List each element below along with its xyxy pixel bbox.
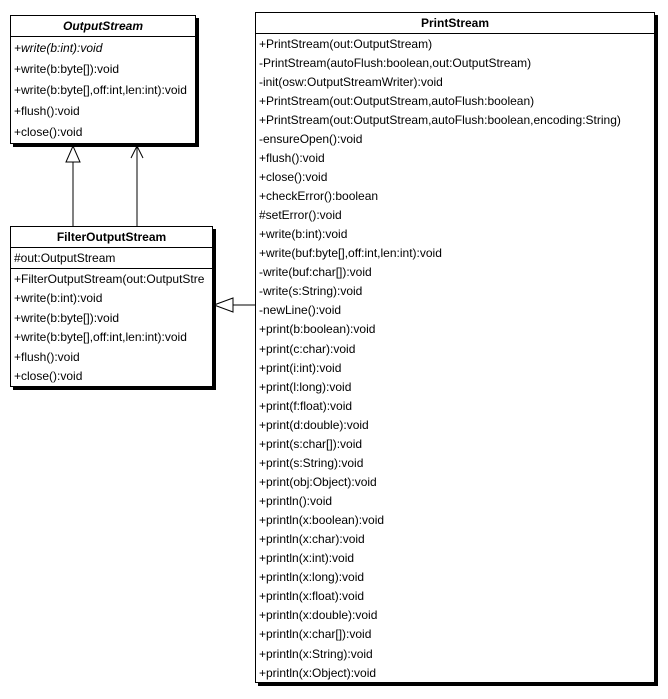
member-row: +println():void	[259, 494, 333, 509]
member-row: +println(x:boolean):void	[259, 513, 385, 528]
member-row: +write(b:int):void	[14, 40, 103, 55]
member-row: +PrintStream(out:OutputStream,autoFlush:…	[259, 93, 535, 108]
member-row: +println(x:char[]):void	[259, 627, 372, 642]
member-row: +println(x:double):void	[259, 608, 378, 623]
member-row: -PrintStream(autoFlush:boolean,out:Outpu…	[259, 55, 532, 70]
member-row: +print(d:double):void	[259, 417, 369, 432]
class-title-filteroutputstream: FilterOutputStream	[11, 227, 212, 248]
class-title-outputstream: OutputStream	[11, 16, 195, 37]
member-row: -ensureOpen():void	[259, 131, 363, 146]
member-row: +print(b:boolean):void	[259, 322, 376, 337]
member-row: +write(b:int):void	[14, 291, 103, 306]
member-row: +flush():void	[259, 150, 325, 165]
member-row: +println(x:float):void	[259, 589, 365, 604]
class-box-printstream[interactable]: PrintStream +PrintStream(out:OutputStrea…	[255, 12, 655, 683]
member-row: -newLine():void	[259, 303, 342, 318]
class-box-outputstream[interactable]: OutputStream +write(b:int):void+write(b:…	[10, 15, 196, 144]
member-row: +flush():void	[14, 349, 80, 364]
member-row: +close():void	[259, 169, 328, 184]
member-row: +close():void	[14, 125, 83, 140]
attributes-compartment-filteroutputstream: #out:OutputStream	[11, 248, 212, 269]
member-row: +PrintStream(out:OutputStream)	[259, 36, 433, 51]
member-row: +flush():void	[14, 104, 80, 119]
class-box-filteroutputstream[interactable]: FilterOutputStream #out:OutputStream +Fi…	[10, 226, 213, 387]
generalization-arrow-filteroutputstream-to-outputstream	[65, 144, 81, 226]
member-row: +print(i:int):void	[259, 360, 342, 375]
member-row: +print(s:char[]):void	[259, 436, 363, 451]
member-row: +print(f:float):void	[259, 398, 353, 413]
generalization-arrow-printstream-to-filteroutputstream	[212, 297, 255, 313]
member-row: +print(l:long):void	[259, 379, 352, 394]
member-row: +println(x:char):void	[259, 532, 365, 547]
class-title-printstream: PrintStream	[256, 13, 654, 34]
member-row: +write(buf:byte[],off:int,len:int):void	[259, 246, 442, 261]
member-row: +println(x:long):void	[259, 570, 365, 585]
member-row: +write(b:int):void	[259, 227, 348, 242]
member-row: +write(b:byte[]):void	[14, 61, 120, 76]
member-row: +println(x:Object):void	[259, 665, 377, 680]
methods-compartment-outputstream: +write(b:int):void +write(b:byte[]):void +…	[11, 37, 195, 143]
member-row: -write(buf:char[]):void	[259, 265, 372, 280]
member-row: -init(osw:OutputStreamWriter):void	[259, 74, 443, 89]
member-row: +print(obj:Object):void	[259, 474, 377, 489]
member-row: +write(b:byte[],off:int,len:int):void	[14, 330, 187, 345]
association-arrow-filteroutputstream-to-outputstream	[130, 144, 144, 226]
member-row: +write(b:byte[]):void	[14, 310, 120, 325]
member-row: +print(s:String):void	[259, 455, 364, 470]
member-row: #setError():void	[259, 208, 342, 223]
member-row: +println(x:int):void	[259, 551, 355, 566]
member-row: +println(x:String):void	[259, 646, 373, 661]
member-row: +checkError():boolean	[259, 189, 379, 204]
member-row: +PrintStream(out:OutputStream,autoFlush:…	[259, 112, 621, 127]
member-row: +print(c:char):void	[259, 341, 356, 356]
member-row: +close():void	[14, 369, 83, 384]
member-row: #out:OutputStream	[14, 251, 116, 265]
methods-compartment-filteroutputstream: +FilterOutputStream(out:OutputStre +write…	[11, 269, 212, 386]
methods-compartment-printstream: +PrintStream(out:OutputStream) -PrintStre…	[256, 34, 654, 682]
member-row: +FilterOutputStream(out:OutputStre	[14, 271, 205, 286]
member-row: -write(s:String):void	[259, 284, 363, 299]
member-row: +write(b:byte[],off:int,len:int):void	[14, 83, 187, 97]
